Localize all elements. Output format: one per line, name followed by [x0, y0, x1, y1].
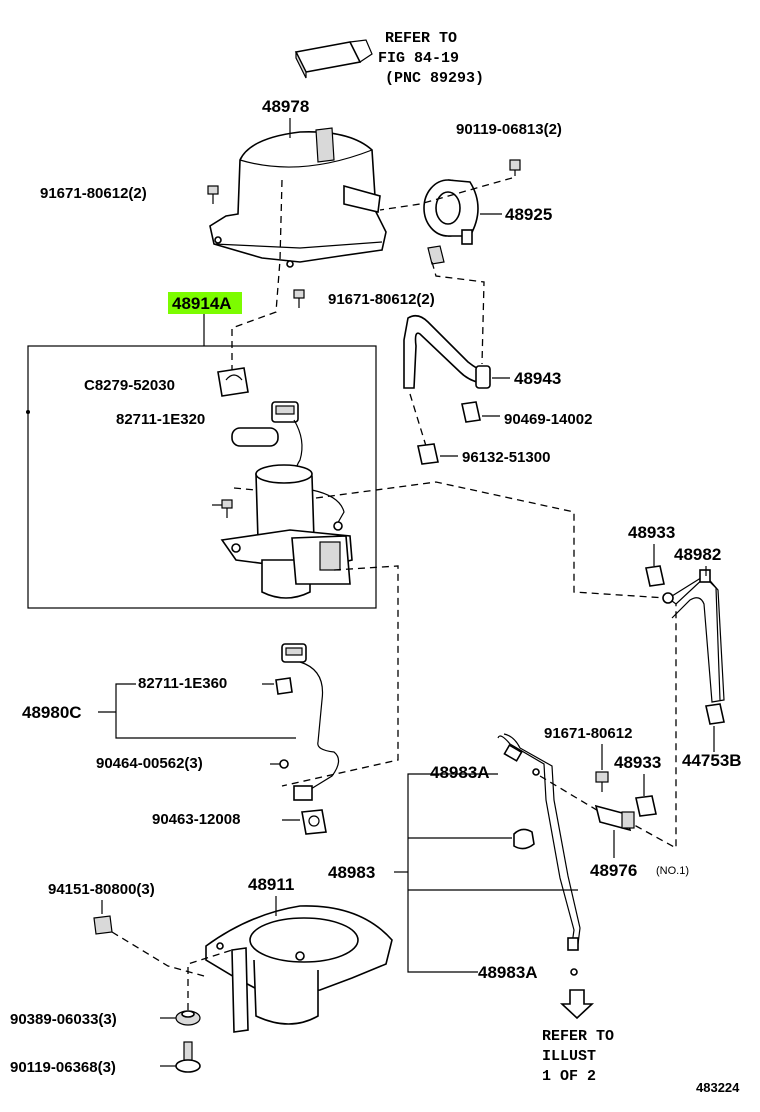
bolt-icon	[175, 1041, 201, 1073]
label-90119-06813: 90119-06813(2)	[456, 121, 562, 138]
connector-icon	[294, 39, 373, 79]
clip-48933-icon	[645, 565, 665, 587]
pipe-48982-icon	[662, 569, 725, 703]
refer-bottom-line2: ILLUST	[542, 1048, 596, 1065]
label-48914a[interactable]: 48914A	[172, 294, 232, 313]
bolt-icon	[207, 185, 219, 204]
label-90469-14002: 90469-14002	[504, 411, 592, 428]
figure-code: 483224	[696, 1080, 740, 1095]
label-44753b: 44753B	[682, 751, 742, 770]
cover-48978-icon	[209, 127, 387, 268]
hose-48943-icon	[403, 314, 491, 389]
connector-plug-icon	[271, 401, 303, 481]
bolt-icon	[221, 499, 233, 518]
assembly-box	[27, 345, 377, 609]
refer-top-line1: REFER TO	[385, 30, 457, 47]
nut-icon	[93, 915, 113, 935]
refer-top-line3: (PNC 89293)	[385, 70, 484, 87]
clip-icon	[270, 759, 289, 769]
label-48982: 48982	[674, 545, 721, 564]
clamp-icon	[301, 809, 327, 835]
harness-icon	[275, 643, 340, 801]
label-48983a-b: 48983A	[478, 963, 538, 982]
label-91671-80612-a: 91671-80612(2)	[40, 185, 147, 202]
label-48933-b: 48933	[614, 753, 661, 772]
bracket-48911-icon	[205, 905, 393, 1033]
clamp-icon	[217, 367, 249, 397]
refer-bottom-line1: REFER TO	[542, 1028, 614, 1045]
clip-icon	[461, 401, 481, 423]
pipe-48983-icon	[497, 733, 581, 951]
canister-48925-icon	[423, 159, 521, 265]
label-82711-1e320: 82711-1E320	[116, 411, 205, 428]
clip-44753b-icon	[705, 703, 725, 725]
highlight-48914a	[168, 292, 242, 314]
label-82711-1e360: 82711-1E360	[138, 675, 227, 692]
label-48911: 48911	[248, 875, 294, 894]
label-48925: 48925	[505, 205, 552, 224]
label-91671-80612-c: 91671-80612	[544, 725, 632, 742]
bolt-icon	[293, 289, 305, 308]
label-48978: 48978	[262, 97, 309, 116]
label-c8279-52030: C8279-52030	[84, 377, 175, 394]
clip-icon	[417, 443, 439, 465]
grommet-icon	[513, 828, 535, 850]
pump-assembly-icon	[220, 427, 353, 599]
label-94151-80800: 94151-80800(3)	[48, 881, 155, 898]
label-48976: 48976	[590, 861, 637, 880]
label-48980c: 48980C	[22, 703, 82, 722]
refer-top-line2: FIG 84-19	[378, 50, 459, 67]
label-90463-12008: 90463-12008	[152, 811, 240, 828]
label-90119-06368: 90119-06368(3)	[10, 1059, 116, 1076]
label-48983a-a: 48983A	[430, 763, 490, 782]
label-90464-00562: 90464-00562(3)	[96, 755, 203, 772]
nut-icon	[175, 1010, 201, 1026]
label-48976-note: (NO.1)	[656, 865, 689, 877]
label-48983: 48983	[328, 863, 375, 882]
label-96132-51300: 96132-51300	[462, 449, 550, 466]
label-48943: 48943	[514, 369, 561, 388]
arrow-down-icon	[559, 989, 595, 1020]
refer-bottom-line3: 1 OF 2	[542, 1068, 596, 1085]
label-91671-80612-b: 91671-80612(2)	[328, 291, 435, 308]
label-90389-06033: 90389-06033(3)	[10, 1011, 117, 1028]
clip-48933-icon	[635, 795, 657, 817]
label-48933-a: 48933	[628, 523, 675, 542]
bolt-icon	[595, 771, 609, 792]
union-48976-icon	[594, 804, 635, 832]
